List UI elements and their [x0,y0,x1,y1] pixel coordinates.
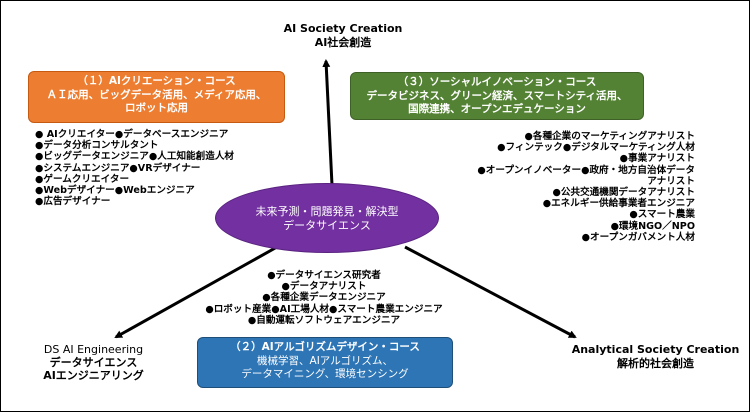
axis-top-en: AI Society Creation [283,22,403,35]
axis-right-ja: 解析的社会創造 [617,357,694,370]
axis-top-ja: AI社会創造 [314,36,372,49]
center-line1: 未来予測・問題発見・解決型 [255,205,399,218]
list-item: ●ビッグデータエンジニア●人工知能創造人材 [35,151,235,163]
center-ellipse: 未来予測・問題発見・解決型 データサイエンス [215,183,439,253]
list-item: ●ロボット産業●AI工場人材●スマート農業エンジニア [205,303,443,315]
list-item: ●データ分析コンサルタント [35,140,159,152]
course-box-ai-creation: （１）AIクリエーション・コース ＡＩ応用、ビッグデータ活用、メディア応用、 ロ… [28,71,285,123]
course-3-line2: 国際連携、オープンエデュケーション [408,103,586,115]
axis-label-right: Analytical Society Creation 解析的社会創造 [568,343,743,371]
course-3-title: （３）ソーシャルイノベーション・コース [397,76,597,88]
careers-left-list: ● AIクリエイター●データベースエンジニア ●データ分析コンサルタント ●ビッ… [35,129,234,207]
list-item: ●公共交通機関データアナリスト [552,187,696,199]
course-2-title: （２）AIアルゴリズムデザイン・コース [230,341,420,353]
list-item: ●システムエンジニア●VRデザイナー [35,162,201,174]
axis-left-en: DS AI Engineering [43,343,144,356]
arrow-down-right [404,245,577,339]
axis-left-ja2: AIエンジニアリング [43,369,144,382]
list-item: ●環境NGO／NPO [610,220,695,232]
list-item: ●事業アナリスト [619,153,695,165]
list-item: ● AIクリエイター●データベースエンジニア [35,129,229,140]
arrow-up [322,59,334,186]
careers-right-list: ●各種企業のマーケティングアナリスト ●フィンテック●デジタルマーケティング人材… [477,131,695,243]
list-item: ●自動運転ソフトウェアエンジニア [247,314,401,326]
list-item: ●各種企業データエンジニア [262,292,386,304]
list-item: ●ゲームクリエイター [35,173,130,185]
course-1-line1: ＡＩ応用、ビッグデータ活用、メディア応用、 [46,88,267,101]
course-box-social-innovation: （３）ソーシャルイノベーション・コース データビジネス、グリーン経済、スマートシ… [350,72,644,120]
list-item: アナリスト [647,175,695,187]
arrow-down-left [114,245,278,339]
axis-right-en: Analytical Society Creation [571,343,740,356]
axis-left-ja1: データサイエンス [49,356,138,369]
course-2-line1: 機械学習、AIアルゴリズム、 [257,354,393,367]
axis-label-left: DS AI Engineering データサイエンス AIエンジニアリング [21,343,166,382]
list-item: ●データサイエンス研究者 [267,270,381,281]
list-item: ●エネルギー供給事業者エンジニア [542,198,695,210]
list-item: ●広告デザイナー [35,196,111,208]
course-2-line2: データマイニング、環境センシング [241,368,409,380]
list-item: ●データアナリスト [281,281,367,293]
list-item: ●各種企業のマーケティングアナリスト [524,131,695,142]
list-item: ●フィンテック●デジタルマーケティング人材 [497,142,695,154]
center-line2: データサイエンス [283,219,371,232]
list-item: ●オープンイノベーター●政府・地方自治体データ [477,164,695,176]
list-item: ●スマート農業 [629,209,695,221]
course-1-line2: ロボット応用 [125,102,188,114]
course-3-line1: データビジネス、グリーン経済、スマートシティ活用、 [366,89,628,102]
list-item: ●オープンガバメント人材 [581,231,695,243]
axis-label-top: AI Society Creation AI社会創造 [263,22,423,50]
course-1-title: （１）AIクリエーション・コース [77,75,236,87]
careers-bottom-list: ●データサイエンス研究者 ●データアナリスト ●各種企業データエンジニア ●ロボ… [201,270,447,326]
list-item: ●Webデザイナー●Webエンジニア [35,185,195,197]
course-box-ai-algorithm: （２）AIアルゴリズムデザイン・コース 機械学習、AIアルゴリズム、 データマイ… [197,337,453,388]
